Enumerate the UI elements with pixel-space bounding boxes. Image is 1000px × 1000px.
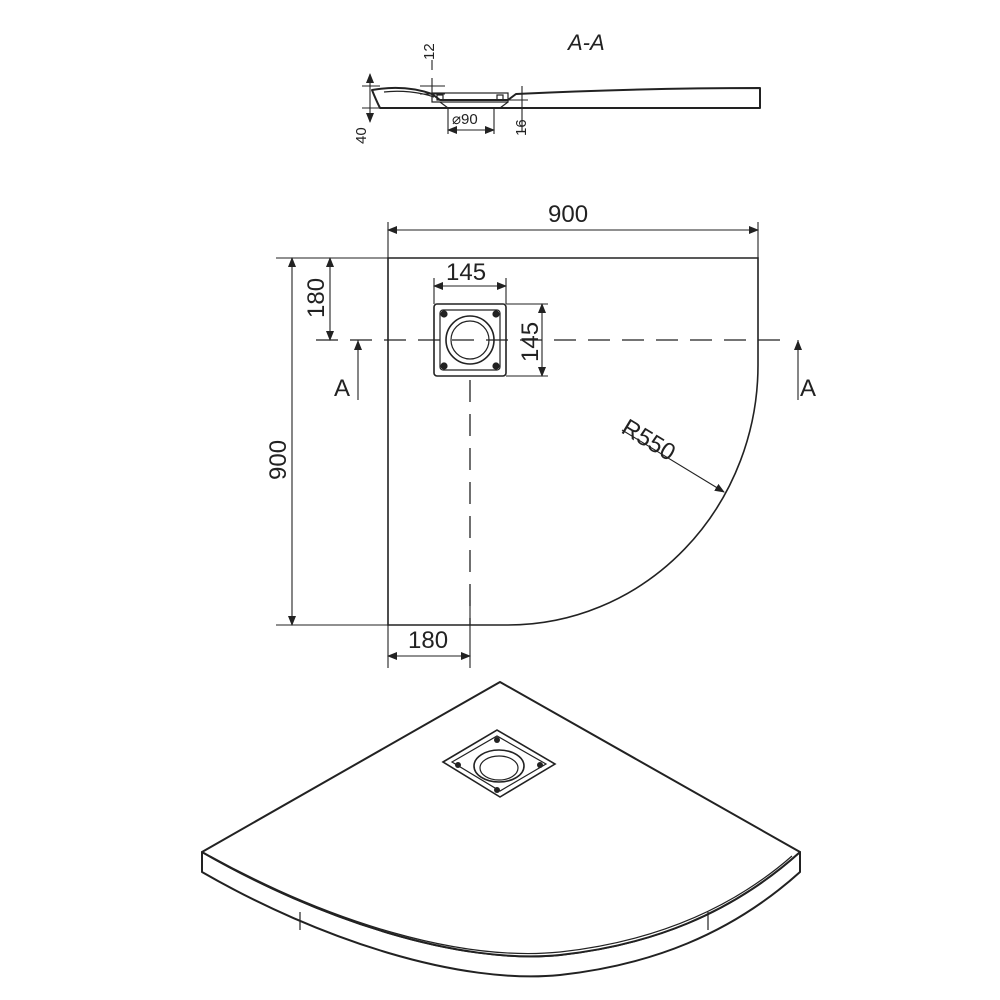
radius-label: R550 — [617, 414, 680, 467]
dim-drain-from-left-label: 180 — [408, 627, 448, 654]
drain-section — [431, 92, 509, 109]
dim-height-label: 40 — [353, 127, 370, 144]
dim-drain-from-top-label: 180 — [303, 278, 330, 318]
dim-depth-label: 900 — [265, 440, 292, 480]
tray-slope-line — [383, 90, 435, 98]
cut-marker-left: A — [334, 340, 362, 402]
isometric-view — [201, 681, 801, 978]
drain-grate-icon — [433, 303, 507, 377]
section-title: A-A — [566, 30, 605, 55]
dim-drain-depth-label: 12 — [421, 43, 438, 60]
dim-width-label: 900 — [548, 201, 588, 228]
drain-grate-icon — [441, 729, 557, 798]
dim-drain-height-label: 145 — [517, 322, 544, 362]
svg-text:A: A — [800, 375, 816, 402]
plan-view: 900 900 180 180 A A — [265, 201, 816, 668]
dim-drain-width-label: 145 — [446, 259, 486, 286]
tray-section-profile — [371, 86, 761, 109]
tray-plan-outline — [387, 257, 759, 626]
dim-drain-diameter-label: ⌀90 — [452, 111, 478, 128]
dim-drain-offset-label: 16 — [513, 119, 530, 136]
section-view: A-A 12 40 ⌀90 16 — [353, 30, 761, 144]
cut-marker-right: A — [794, 340, 816, 402]
svg-text:A: A — [334, 375, 350, 402]
